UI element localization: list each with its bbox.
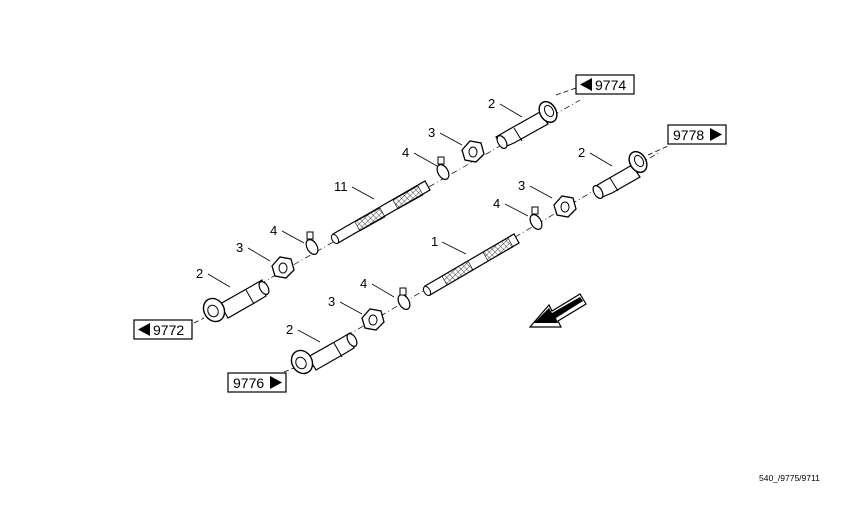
drawing-code: 540_/9775/9711	[759, 473, 820, 483]
callout-lower-right-nut: 3	[518, 178, 525, 193]
upper-fitting	[495, 100, 558, 149]
upper-left-nut	[271, 256, 295, 279]
callout-lower-left-nut: 3	[328, 294, 335, 309]
upper-hose	[330, 180, 431, 245]
callout-lower-left-fitting: 2	[286, 322, 293, 337]
lower-left-fitting	[290, 332, 358, 375]
ref-box-upper-right[interactable]: 9774	[555, 74, 635, 96]
ref-arrow-left-icon	[138, 323, 150, 336]
svg-text:9776: 9776	[233, 375, 264, 391]
upper-clamp	[436, 156, 450, 180]
ref-box-left[interactable]: 9772	[133, 317, 205, 340]
upper-nut	[461, 140, 485, 163]
callout-lower-right-clamp: 4	[493, 196, 500, 211]
callout-upper-fitting: 2	[488, 96, 495, 111]
callout-lower-right-fitting: 2	[578, 145, 585, 160]
callout-upper-nut: 3	[428, 125, 435, 140]
svg-text:9778: 9778	[673, 127, 704, 143]
upper-left-clamp	[305, 231, 319, 255]
callout-leaders	[207, 103, 613, 343]
lower-left-nut	[361, 308, 385, 331]
callout-upper-left-fitting: 2	[196, 266, 203, 281]
ref-arrow-left-icon	[580, 78, 592, 91]
callout-upper-clamp: 4	[402, 145, 409, 160]
callout-upper-left-clamp: 4	[270, 223, 277, 238]
lower-right-nut	[553, 195, 577, 218]
ref-box-right[interactable]: 9778	[647, 124, 727, 156]
lower-right-fitting	[592, 150, 648, 199]
callout-upper-left-nut: 3	[236, 240, 243, 255]
callout-upper-hose: 11	[334, 179, 348, 194]
flow-direction-arrow-icon	[528, 293, 587, 328]
svg-text:9772: 9772	[153, 322, 184, 338]
lower-assembly-axis	[301, 151, 661, 363]
upper-left-fitting	[202, 279, 270, 323]
callout-lower-hose: 1	[431, 234, 438, 249]
ref-arrow-right-icon	[270, 376, 282, 389]
ref-arrow-right-icon	[710, 128, 722, 141]
callout-lower-left-clamp: 4	[360, 276, 367, 291]
lower-left-clamp	[397, 287, 411, 310]
svg-text:9774: 9774	[595, 77, 626, 93]
ref-box-bottom[interactable]: 9776	[227, 367, 295, 393]
lower-right-clamp	[529, 206, 543, 230]
lower-hose	[422, 233, 520, 297]
